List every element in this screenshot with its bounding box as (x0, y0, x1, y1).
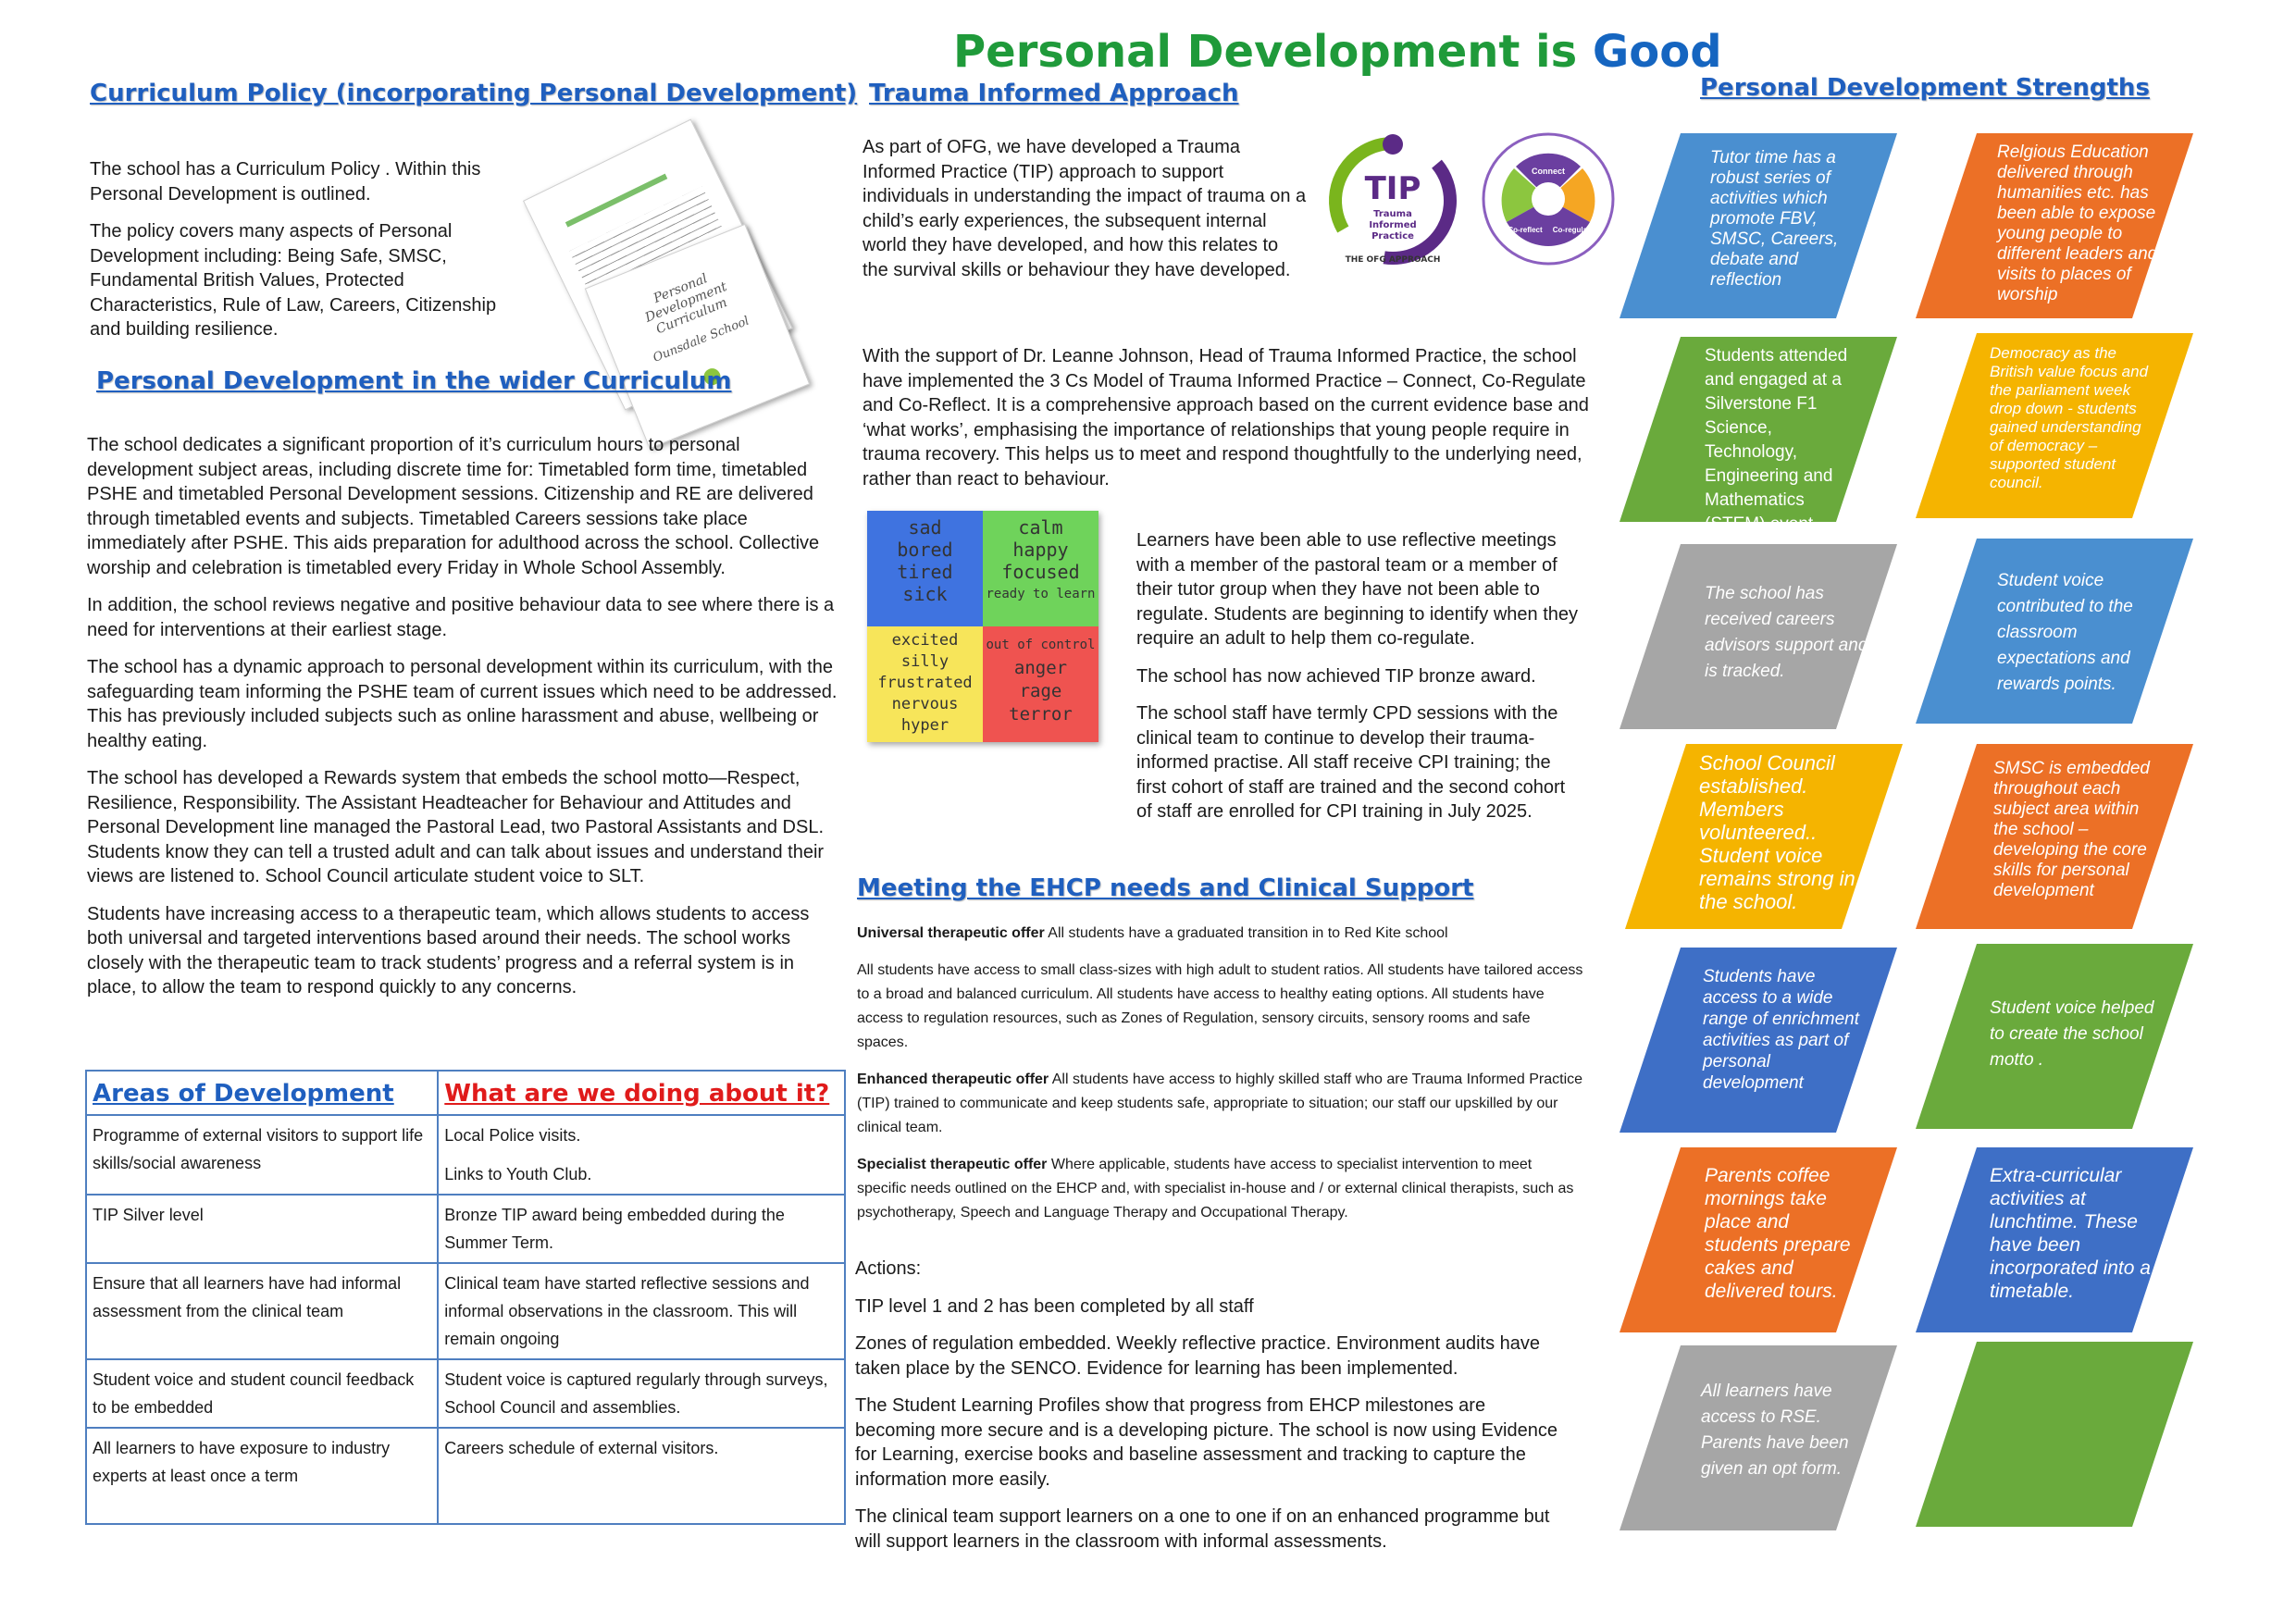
tip-logo-subtitle: Trauma Informed Practice (1369, 209, 1417, 242)
strength-text: SMSC is embedded throughout each subject… (1993, 759, 2150, 900)
strength-text: Parents coffee mornings take place and s… (1705, 1165, 1851, 1302)
strengths-heading: Personal Development Strengths (1700, 74, 2150, 102)
curriculum-paragraph: The policy covers many aspects of Person… (90, 221, 497, 340)
co-regulate-label: Co-regulate (1552, 226, 1595, 234)
wider-curriculum-heading: Personal Development in the wider Curric… (96, 367, 732, 395)
co-reflect-label: Co-reflect (1508, 226, 1543, 234)
action-cell: Student voice is captured regularly thro… (437, 1358, 846, 1429)
table-header-row: Areas of Development What are we doing a… (84, 1070, 846, 1116)
strength-text: Democracy as the British value focus and… (1990, 344, 2149, 491)
development-table: Areas of Development What are we doing a… (84, 1070, 846, 1525)
strength-text: The school has received careers advisors… (1705, 584, 1868, 681)
area-cell: Ensure that all learners have had inform… (84, 1262, 440, 1360)
trauma-heading: Trauma Informed Approach (869, 80, 1239, 107)
area-cell: Programme of external visitors to suppor… (84, 1114, 440, 1196)
strength-text: Students attended and engaged at a Silve… (1705, 346, 1848, 534)
reflective-paragraph: Learners have been able to use reflectiv… (1136, 530, 1578, 649)
action-item: TIP level 1 and 2 has been completed by … (855, 1295, 1254, 1317)
strength-text: All learners have access to RSE. Parents… (1701, 1381, 1849, 1479)
action-cell: Bronze TIP award being embedded during t… (437, 1194, 846, 1264)
trauma-intro: As part of OFG, we have developed a Trau… (863, 137, 1307, 280)
wider-paragraph: Students have increasing access to a the… (87, 903, 810, 998)
reflective-paragraph: The school has now achieved TIP bronze a… (1136, 665, 1536, 687)
table-row: Student voice and student council feedba… (84, 1358, 846, 1429)
connect-label: Connect (1532, 167, 1565, 176)
actions-header: What are we doing about it? (437, 1070, 846, 1116)
strength-text: Relgious Education delivered through hum… (1997, 142, 2158, 304)
curriculum-paragraph: The school has a Curriculum Policy . Wit… (90, 159, 481, 204)
table-row: Programme of external visitors to suppor… (84, 1114, 846, 1196)
action-cell: Careers schedule of external visitors. (437, 1427, 846, 1525)
action-cell: Local Police visits. Links to Youth Club. (437, 1114, 846, 1196)
curriculum-text: The school has a Curriculum Policy . Wit… (90, 157, 525, 355)
wider-curriculum-text: The school dedicates a significant propo… (87, 433, 841, 1013)
strength-text: Tutor time has a robust series of activi… (1710, 148, 1839, 290)
tip-logo-arc-text: THE OFG APPROACH (1345, 255, 1441, 265)
table-row: All learners to have exposure to industr… (84, 1427, 846, 1525)
area-cell: TIP Silver level (84, 1194, 440, 1264)
wider-paragraph: The school has a dynamic approach to per… (87, 657, 838, 751)
wider-paragraph: The school dedicates a significant propo… (87, 435, 820, 578)
strength-text: Students have access to a wide range of … (1703, 967, 1859, 1093)
specialist-offer: Specialist therapeutic offer Where appli… (857, 1157, 1574, 1220)
wider-paragraph: The school has developed a Rewards syste… (87, 768, 825, 886)
page-title: Personal Development is Good (953, 26, 1722, 78)
strength-text: Student voice contributed to the classro… (1997, 571, 2133, 694)
document-title: Personal Development Curriculum (642, 271, 730, 338)
strengths-grid: Tutor time has a robust series of activi… (1620, 130, 2286, 1536)
ehcp-actions: Actions: TIP level 1 and 2 has been comp… (855, 1257, 1558, 1567)
wider-paragraph: In addition, the school reviews negative… (87, 595, 835, 640)
curriculum-heading: Curriculum Policy (incorporating Persona… (90, 80, 858, 107)
tip-logo-text: TIP (1364, 170, 1421, 207)
area-cell: Student voice and student council feedba… (84, 1358, 440, 1429)
tip-logo: TIP Trauma Informed Practice THE OFG APP… (1323, 131, 1462, 270)
action-item: The clinical team support learners on a … (855, 1506, 1550, 1552)
ehcp-offers: Universal therapeutic offer All students… (857, 922, 1583, 1238)
trauma-support-text: With the support of Dr. Leanne Johnson, … (863, 346, 1589, 489)
ehcp-heading: Meeting the EHCP needs and Clinical Supp… (857, 874, 1474, 902)
reflective-paragraph: The school staff have termly CPD session… (1136, 703, 1566, 822)
table-row: Ensure that all learners have had inform… (84, 1262, 846, 1360)
strength-tile (1916, 1342, 2193, 1527)
action-line: Links to Youth Club. (444, 1165, 592, 1183)
areas-header: Areas of Development (84, 1070, 440, 1116)
reflective-text: Learners have been able to use reflectiv… (1136, 528, 1585, 837)
action-cell: Clinical team have started reflective se… (437, 1262, 846, 1360)
strength-text: Extra-curricular activities at lunchtime… (1990, 1165, 2151, 1302)
tip-logo-icon (1329, 134, 1457, 265)
action-line: Local Police visits. (444, 1126, 581, 1145)
action-item: The Student Learning Profiles show that … (855, 1395, 1558, 1490)
three-cs-logo-icon (1482, 132, 1615, 266)
strength-text: School Council established. Members volu… (1699, 751, 1855, 913)
area-cell: All learners to have exposure to industr… (84, 1427, 440, 1525)
three-cs-logo: Connect Co-reflect Co-regulate (1479, 130, 1618, 268)
actions-label: Actions: (855, 1258, 922, 1279)
strength-text: Student voice helped to create the schoo… (1990, 998, 2154, 1070)
action-item: Zones of regulation embedded. Weekly ref… (855, 1333, 1541, 1379)
universal-offer: Universal therapeutic offer All students… (857, 925, 1448, 941)
table-row: TIP Silver level Bronze TIP award being … (84, 1194, 846, 1264)
access-offer: All students have access to small class-… (857, 962, 1583, 1050)
enhanced-offer: Enhanced therapeutic offer All students … (857, 1072, 1583, 1135)
